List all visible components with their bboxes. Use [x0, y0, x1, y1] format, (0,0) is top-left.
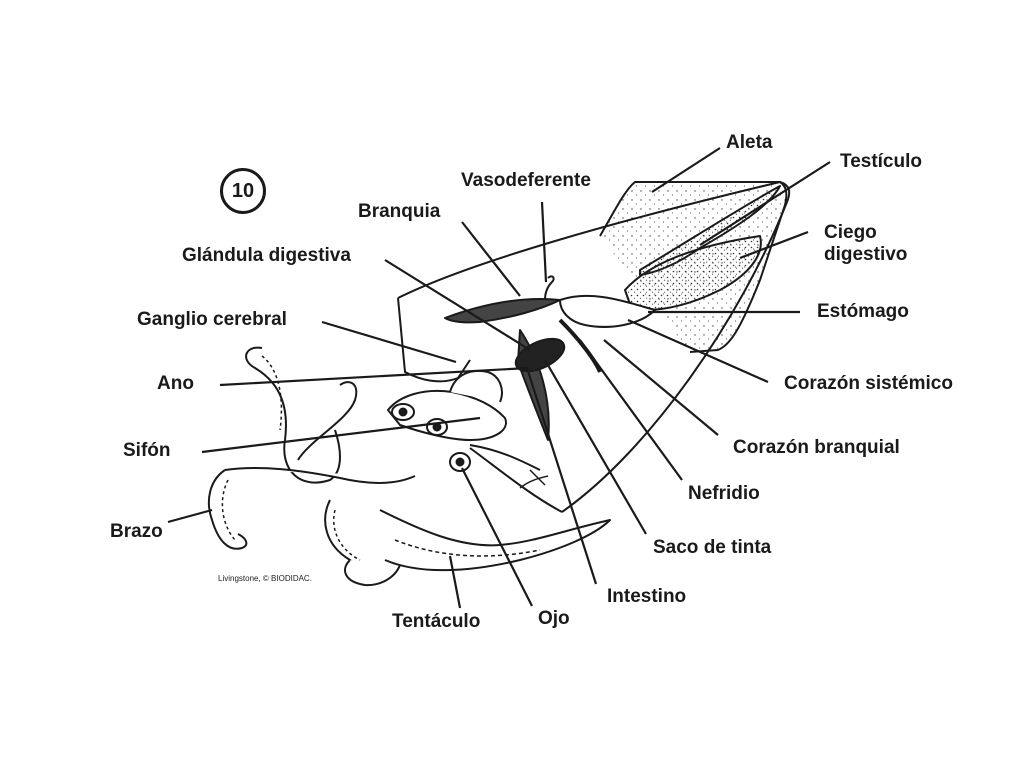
figure-number-badge: 10	[220, 168, 266, 214]
leader-brazo	[167, 508, 213, 524]
head-shape	[387, 389, 507, 441]
label-glandula-digestiva: Glándula digestiva	[182, 245, 351, 266]
label-ano: Ano	[157, 373, 194, 394]
leader-branquia	[461, 221, 521, 297]
arm-2	[297, 381, 358, 461]
label-intestino: Intestino	[607, 586, 687, 607]
leader-ojo	[461, 467, 533, 607]
label-tentaculo: Tentáculo	[392, 611, 481, 632]
label-ganglio-cerebral: Ganglio cerebral	[137, 309, 287, 330]
leader-sifon	[201, 416, 481, 454]
gill-upper	[444, 298, 561, 324]
leader-corazon-sist	[627, 318, 769, 384]
label-aleta: Aleta	[726, 132, 773, 153]
mantle-lower-edge	[469, 447, 563, 513]
label-estomago: Estómago	[817, 301, 909, 322]
arm-3	[207, 469, 248, 550]
label-branquia: Branquia	[358, 201, 441, 222]
digestive-gland-shape	[514, 337, 566, 373]
leader-corazon-branq	[603, 339, 719, 436]
arm-4	[224, 466, 416, 485]
label-ojo: Ojo	[538, 608, 570, 629]
label-vasodeferente: Vasodeferente	[461, 170, 591, 191]
label-nefridio: Nefridio	[688, 483, 760, 504]
label-saco-de-tinta: Saco de tinta	[653, 537, 772, 558]
leader-testiculo	[699, 161, 831, 246]
vas-deferens-tube	[544, 275, 555, 301]
leader-vasodeferente	[540, 201, 548, 283]
leader-aleta	[651, 147, 721, 193]
leader-saco	[544, 359, 647, 535]
arm-6	[344, 559, 401, 587]
leader-tentaculo	[448, 555, 462, 609]
label-sifon: Sifón	[123, 440, 171, 461]
label-corazon-sistemico: Corazón sistémico	[784, 373, 953, 394]
leader-ciego	[739, 230, 809, 260]
leader-lines	[167, 147, 831, 609]
label-corazon-branquial: Corazón branquial	[733, 437, 900, 458]
label-brazo: Brazo	[110, 521, 163, 542]
siphon-shape	[449, 370, 503, 403]
tentacle-shape	[379, 509, 611, 572]
arm-1	[245, 346, 341, 484]
leader-nefridio	[579, 339, 683, 481]
label-testiculo: Testículo	[840, 151, 922, 172]
leader-ano	[219, 366, 529, 387]
caecum-shape	[624, 235, 762, 312]
leader-intestino	[525, 367, 598, 585]
image-credit: Livingstone, © BIODIDAC.	[218, 574, 312, 583]
leader-ganglio	[321, 320, 457, 364]
leader-glandula	[384, 259, 531, 351]
label-ciego-digestivo: Ciego digestivo	[824, 222, 908, 265]
